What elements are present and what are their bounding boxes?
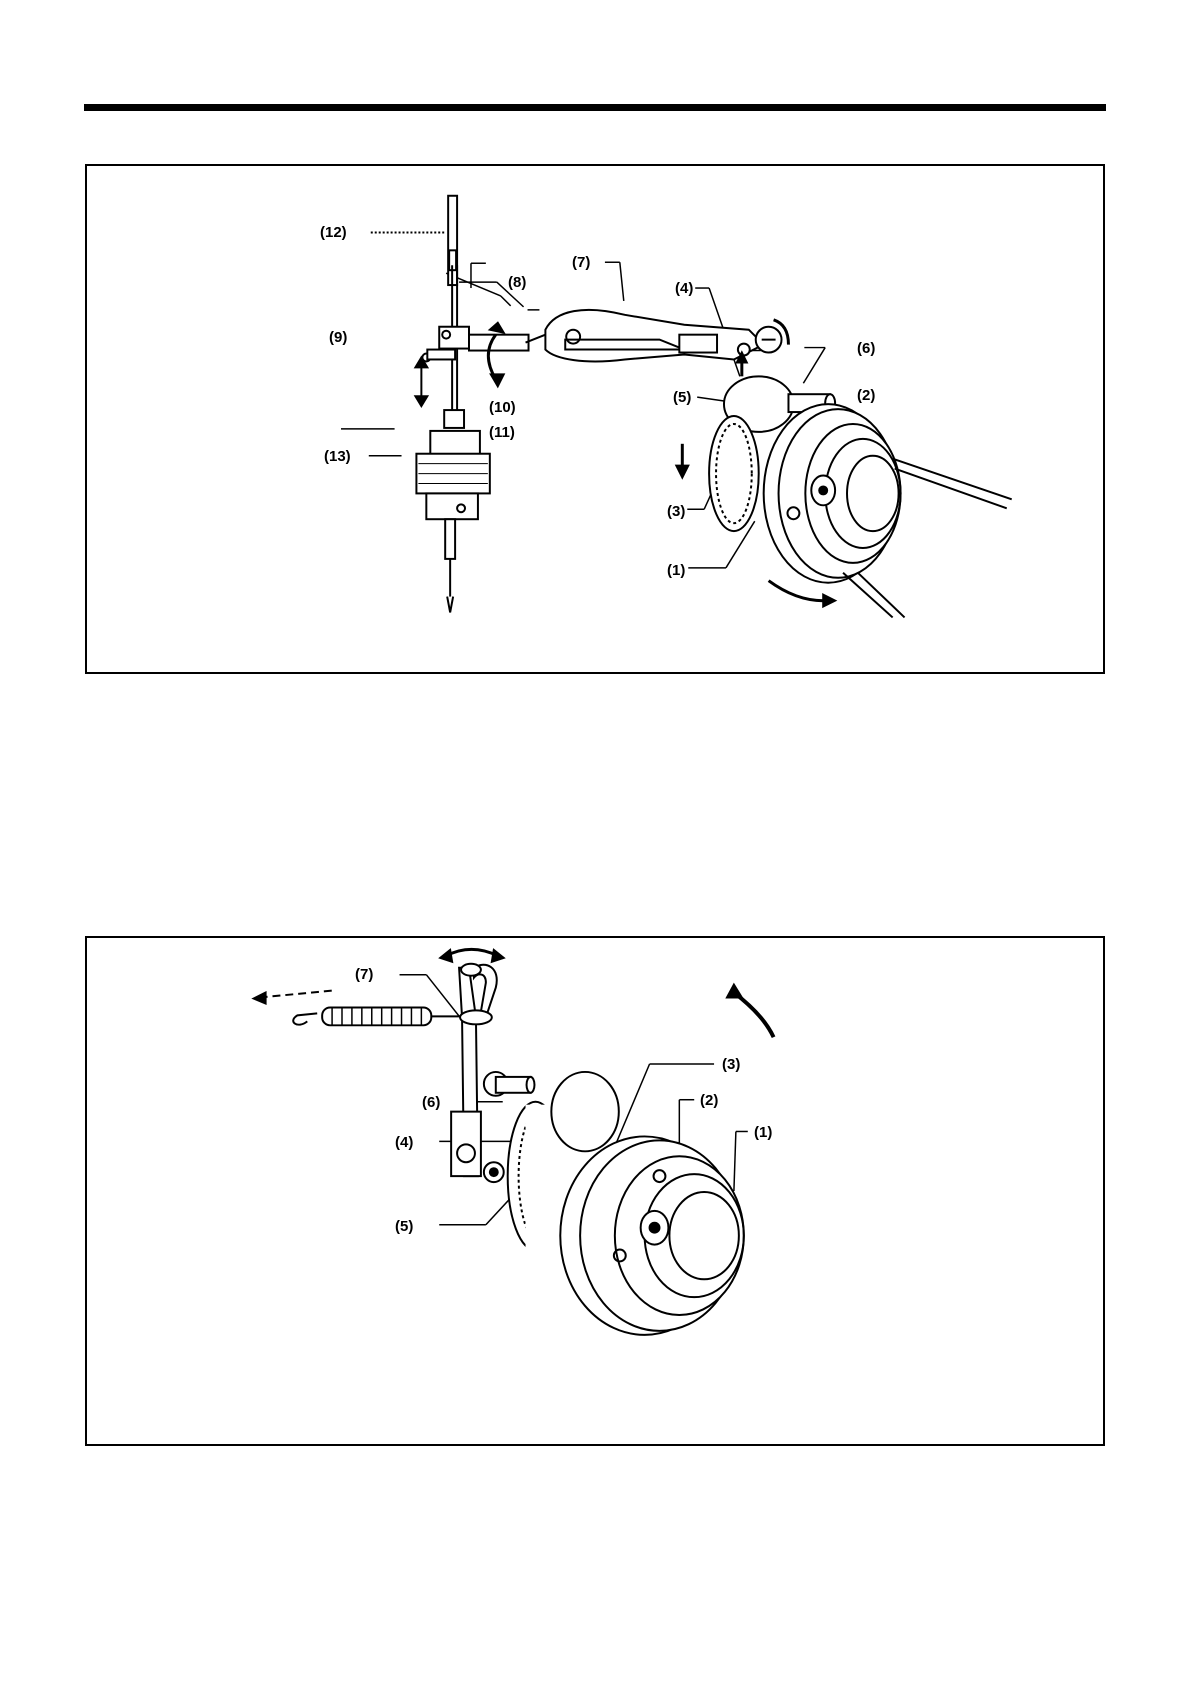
callout-7: (7)	[355, 966, 373, 984]
callout-7: (7)	[572, 254, 590, 272]
callout-4: (4)	[675, 280, 693, 298]
callout-5: (5)	[395, 1218, 413, 1236]
callout-10: (10)	[489, 399, 516, 417]
callout-2: (2)	[857, 387, 875, 405]
callout-9: (9)	[329, 329, 347, 347]
callout-3: (3)	[667, 503, 685, 521]
callout-4: (4)	[395, 1134, 413, 1152]
callout-6: (6)	[857, 340, 875, 358]
callout-2: (2)	[700, 1092, 718, 1110]
header-rule	[84, 104, 1106, 111]
callout-5: (5)	[673, 389, 691, 407]
callout-1: (1)	[667, 562, 685, 580]
figure-needle-bar-mechanism: (12) (8) (9) (10) (11) (13) (7) (4) (6) …	[85, 164, 1105, 674]
callout-6: (6)	[422, 1094, 440, 1112]
needle-bar-drawing	[87, 166, 1103, 672]
callout-11: (11)	[489, 424, 515, 442]
callout-13: (13)	[324, 448, 351, 466]
callout-3: (3)	[722, 1056, 740, 1074]
callout-12: (12)	[320, 224, 347, 242]
callout-8: (8)	[508, 274, 526, 292]
figure-pulley-spring-mechanism: (7) (3) (6) (2) (1) (4) (5)	[85, 936, 1105, 1446]
callout-1: (1)	[754, 1124, 772, 1142]
pulley-spring-drawing	[87, 938, 1103, 1444]
